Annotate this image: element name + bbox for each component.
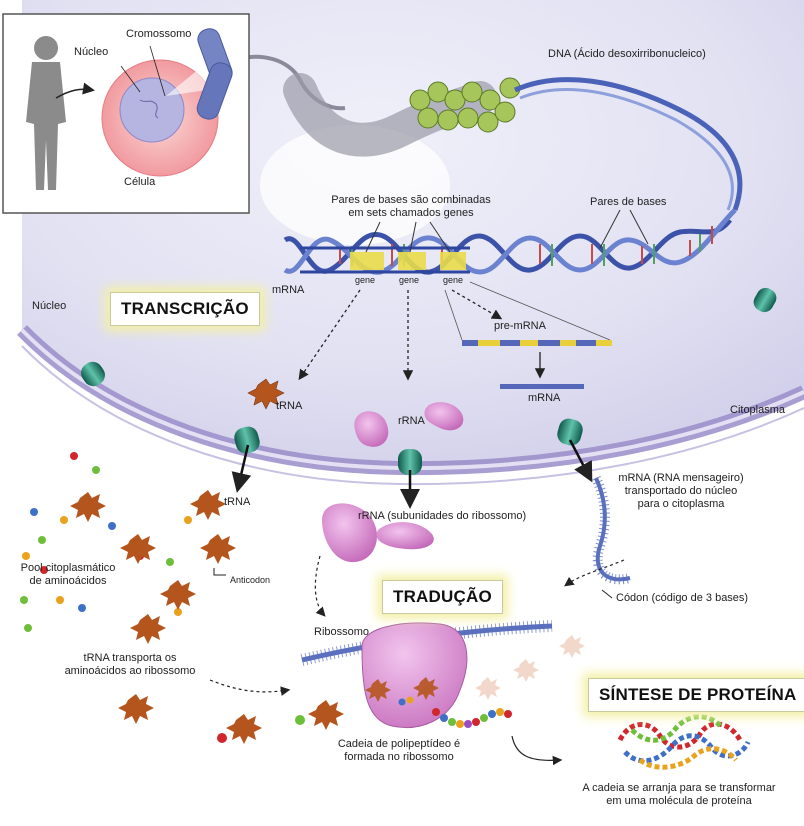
inner-mrna-label: mRNA xyxy=(528,392,561,404)
nuclear-pore xyxy=(398,449,422,475)
base-pairs-label: Pares de bases xyxy=(590,196,667,208)
mrna-transport-line2: transportado do núcleo xyxy=(624,485,738,497)
ribosome xyxy=(361,622,468,728)
cytoplasm-label: Citoplasma xyxy=(730,404,786,416)
nucleus-region-label: Núcleo xyxy=(32,300,67,312)
nuclear-pore xyxy=(81,361,105,387)
genes-caption-line1: Pares de bases são combinadas xyxy=(331,194,491,206)
gene-label: gene xyxy=(399,275,420,285)
nuclear-pore xyxy=(234,426,260,454)
rrna-subunit-small xyxy=(354,411,389,447)
trna-molecule xyxy=(247,378,285,410)
folded-protein xyxy=(617,714,751,770)
gene-segment xyxy=(398,252,426,270)
cell-nucleus xyxy=(119,77,185,143)
mrna-transport-line1: mRNA (RNA mensageiro) xyxy=(618,472,744,484)
outer-trna-label: tRNA xyxy=(224,496,251,508)
dna-label: DNA (Ácido desoxirribonucleico) xyxy=(548,48,706,60)
polypeptide-line2: formada no ribossomo xyxy=(344,751,454,763)
inset-nucleus-label: Núcleo xyxy=(74,46,109,58)
codon-label: Códon (código de 3 bases) xyxy=(616,592,749,604)
trna-molecule xyxy=(70,490,344,744)
ribosome-subunit-small xyxy=(376,522,434,550)
rrna-subunits-label: rRNA (subunidades do ribossomo) xyxy=(358,510,527,522)
inner-trna-label: tRNA xyxy=(276,400,303,412)
gene-segment xyxy=(440,252,466,270)
nuclear-pore xyxy=(753,287,777,313)
translation-box: TRADUÇÃO xyxy=(382,580,503,614)
inset-cell-label: Célula xyxy=(124,176,156,188)
ribosome-label: Ribossomo xyxy=(314,626,370,638)
amino-acid-pool xyxy=(20,452,192,632)
gene-label: gene xyxy=(355,275,376,285)
pre-mrna-strand xyxy=(462,340,612,346)
amino-pool-label-line1: Pool citoplasmático xyxy=(20,562,116,574)
trna-transport-line1: tRNA transporta os xyxy=(83,652,177,664)
human-silhouette xyxy=(26,36,66,190)
pre-mrna-label: pre-mRNA xyxy=(494,320,546,332)
nuclear-pore xyxy=(557,418,583,446)
inset-chromosome-label: Cromossomo xyxy=(126,28,192,40)
dna-strand xyxy=(513,77,743,211)
ribosome-subunit-large xyxy=(322,503,377,563)
inner-rrna-label: rRNA xyxy=(398,415,425,427)
mature-mrna-strand xyxy=(500,384,584,389)
trna-transport-line2: aminoácidos ao ribossomo xyxy=(64,665,196,677)
protein-caption-line1: A cadeia se arranja para se transformar xyxy=(582,782,776,794)
protein-caption-line2: em uma molécula de proteína xyxy=(606,795,752,807)
transcription-box: TRANSCRIÇÃO xyxy=(110,292,260,326)
protein-synthesis-box: SÍNTESE DE PROTEÍNA xyxy=(588,678,804,712)
polypeptide-chain xyxy=(398,696,512,728)
nucleosomes xyxy=(409,77,521,133)
genes-caption-line2: em sets chamados genes xyxy=(348,207,474,219)
rrna-subunit-small xyxy=(424,402,464,431)
gene-segment xyxy=(350,252,384,270)
anticodon-label: Anticodon xyxy=(230,575,271,585)
gene-label: gene xyxy=(443,275,464,285)
mrna-transport-line3: para o citoplasma xyxy=(637,498,725,510)
amino-pool-label-line2: de aminoácidos xyxy=(29,575,107,587)
dna-mrna-label: mRNA xyxy=(272,284,305,296)
chromosome-icon xyxy=(196,28,233,120)
polypeptide-line1: Cadeia de polipeptídeo é xyxy=(337,738,461,750)
